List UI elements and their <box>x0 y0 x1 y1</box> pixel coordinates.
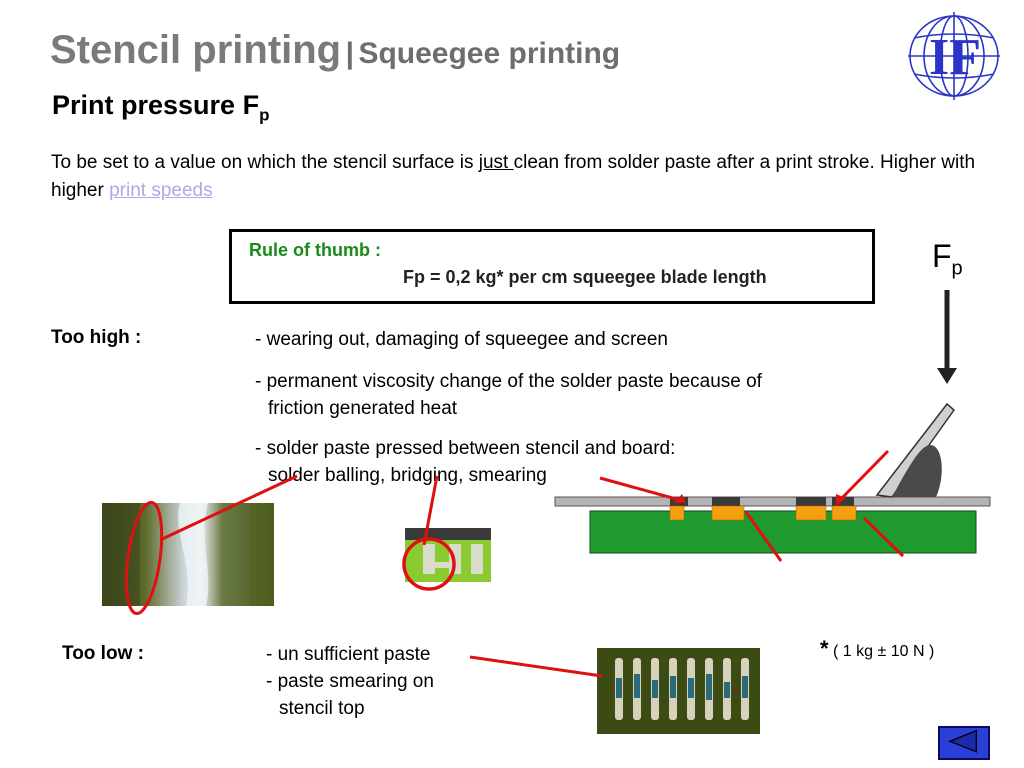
too-high-label: Too high : <box>51 327 142 348</box>
too-high-line: - wearing out, damaging of squeegee and … <box>255 329 668 350</box>
insufficient-paste-photo <box>597 648 760 734</box>
pad-left <box>423 544 435 574</box>
force-label-main: F <box>932 238 952 274</box>
pad-photo <box>405 528 491 582</box>
title-main: Stencil printing <box>50 28 342 72</box>
squeegee-cross-section-diagram <box>554 402 991 554</box>
globe-logo-icon: IF <box>908 12 1000 100</box>
too-low-line: - un sufficient paste <box>266 644 431 665</box>
section-heading-subscript: p <box>259 105 270 125</box>
pad-bridge <box>423 562 461 568</box>
stencil-sheet <box>554 496 991 507</box>
insufficient-paste-background <box>597 648 760 734</box>
too-low-line: - paste smearing on <box>266 671 434 692</box>
section-heading: Print pressure Fp <box>52 90 269 125</box>
pointer-to-insufficient-paste-photo <box>469 655 603 678</box>
footnote-text: ( 1 kg ± 10 N ) <box>833 643 935 660</box>
footnote: * ( 1 kg ± 10 N ) <box>820 636 934 662</box>
smear-photo <box>102 503 274 606</box>
solder-paste-deposits <box>669 505 857 521</box>
too-high-item-3: - solder paste pressed between stencil a… <box>255 435 675 489</box>
rule-of-thumb-box <box>229 229 875 304</box>
squeegee <box>875 402 956 498</box>
force-label-subscript: p <box>951 257 963 280</box>
print-speeds-link[interactable]: print speeds <box>109 180 213 201</box>
smear-shadow <box>102 503 140 606</box>
too-low-line: stencil top <box>279 698 365 719</box>
back-nav-button[interactable] <box>938 726 990 760</box>
intro-underlined: just <box>478 152 514 173</box>
page-title: Stencil printing | Squeegee printing <box>50 28 620 73</box>
back-triangle-icon <box>948 729 978 753</box>
footnote-star: * <box>820 636 829 661</box>
pad-middle <box>449 544 461 574</box>
too-high-item-2: - permanent viscosity change of the sold… <box>255 368 762 422</box>
too-low-label: Too low : <box>62 643 144 664</box>
rule-text: Fp = 0,2 kg* per cm squeegee blade lengt… <box>403 267 767 287</box>
intro-text-2: clean from solder paste after a print st… <box>51 152 976 201</box>
pad-photo-stencil <box>405 528 491 540</box>
paste-voids <box>616 674 748 700</box>
force-label: Fp <box>932 238 963 280</box>
too-high-line: - solder paste pressed between stencil a… <box>255 438 676 459</box>
too-high-line: solder balling, bridging, smearing <box>268 465 547 486</box>
smear-edge <box>250 503 274 606</box>
too-high-line: friction generated heat <box>268 398 458 419</box>
force-arrow-icon <box>937 290 957 384</box>
too-high-line: - permanent viscosity change of the sold… <box>255 371 762 392</box>
pad-right <box>471 544 483 574</box>
too-low-list: - un sufficient paste - paste smearing o… <box>266 641 434 722</box>
section-heading-text: Print pressure F <box>52 90 260 120</box>
rule-label: Rule of thumb : <box>249 240 381 260</box>
logo-text: IF <box>929 29 981 86</box>
intro-text-1: To be set to a value on which the stenci… <box>51 152 479 173</box>
title-sub: Squeegee printing <box>358 37 621 70</box>
title-separator: | <box>345 37 354 70</box>
intro-paragraph: To be set to a value on which the stenci… <box>51 149 991 205</box>
pcb-board <box>589 510 977 554</box>
too-high-item-1: - wearing out, damaging of squeegee and … <box>255 326 668 353</box>
solder-paste-roll <box>892 444 942 497</box>
